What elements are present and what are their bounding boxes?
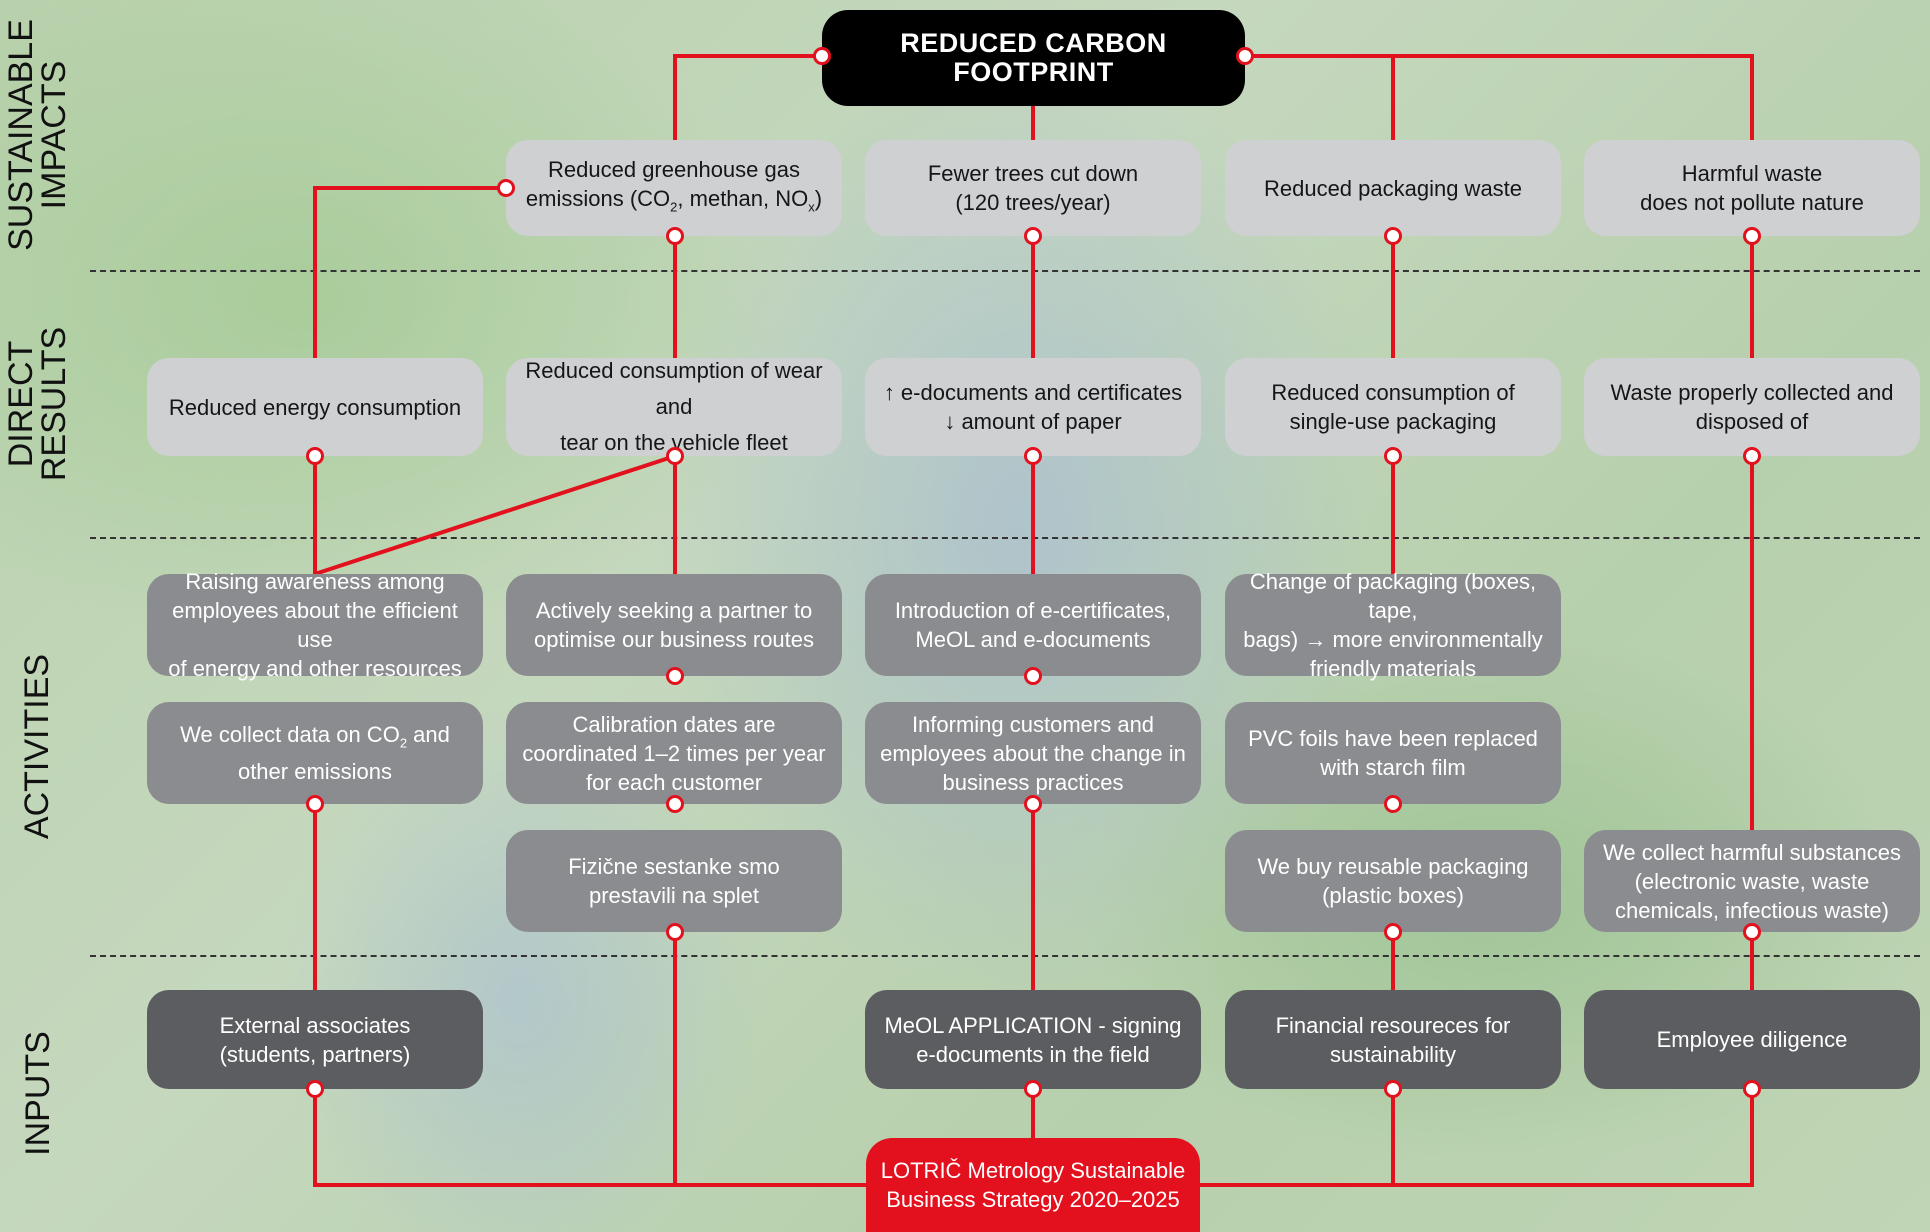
line-fleet-awareness [314, 454, 676, 576]
activity-ecert: Introduction of e-certificates, MeOL and… [865, 574, 1201, 676]
connector-dot [1743, 227, 1761, 245]
result-energy: Reduced energy consumption [147, 358, 483, 456]
connector-dot [666, 227, 684, 245]
result-edocs: ↑ e-documents and certificates ↓ amount … [865, 358, 1201, 456]
title-reduced-carbon-footprint: REDUCED CARBON FOOTPRINT [822, 10, 1245, 106]
line-inputs-strategy-left [313, 1089, 866, 1187]
connector-dot [1384, 1080, 1402, 1098]
divider-activities-inputs [90, 955, 1920, 957]
subscript: 2 [399, 735, 408, 751]
impact-greenhouse: Reduced greenhouse gas emissions (CO2, m… [506, 140, 842, 236]
text-part: , methan, NO [677, 185, 809, 211]
subscript: x [808, 199, 815, 215]
result-single-use: Reduced consumption of single-use packag… [1225, 358, 1561, 456]
activity-awareness: Raising awareness among employees about … [147, 569, 483, 681]
strategy-box: LOTRIČ Metrology Sustainable Business St… [866, 1138, 1200, 1232]
text-part: Reduced greenhouse gas emissions (CO [525, 156, 800, 211]
activity-reusable: We buy reusable packaging (plastic boxes… [1225, 830, 1561, 932]
connector-dot [1024, 227, 1042, 245]
activity-co2-data-text: We collect data on CO2 and other emissio… [180, 720, 450, 786]
connector-dot [1384, 795, 1402, 813]
line-title-greenhouse [673, 54, 822, 140]
connector-dot [666, 795, 684, 813]
activity-partner: Actively seeking a partner to optimise o… [506, 574, 842, 676]
input-external: External associates (students, partners) [147, 990, 483, 1089]
connector-dot [1384, 447, 1402, 465]
result-waste: Waste properly collected and disposed of [1584, 358, 1920, 456]
connector-dot [306, 795, 324, 813]
input-diligence: Employee diligence [1584, 990, 1920, 1089]
connector-dot [813, 47, 831, 65]
text-part: and other emissions [237, 721, 450, 785]
impact-trees: Fewer trees cut down (120 trees/year) [865, 140, 1201, 236]
line-inputs-strategy-right [1200, 1089, 1754, 1187]
connector-dot [1024, 447, 1042, 465]
connector-dot [666, 667, 684, 685]
connector-dot [1384, 227, 1402, 245]
connector-dot [666, 923, 684, 941]
input-meol: MeOL APPLICATION - signing e-documents i… [865, 990, 1201, 1089]
activity-pvc: PVC foils have been replaced with starch… [1225, 702, 1561, 804]
line-energy-greenhouse [313, 186, 506, 358]
activity-online-meetings: Fizične sestanke smo prestavili na splet [506, 830, 842, 932]
text-part: ) [814, 185, 823, 211]
connector-dot [1024, 667, 1042, 685]
result-fleet: Reduced consumption of wear and tear on … [506, 358, 842, 456]
connector-dot [666, 447, 684, 465]
connector-dot [1743, 447, 1761, 465]
impact-harmful: Harmful waste does not pollute nature [1584, 140, 1920, 236]
line-title-right [1245, 54, 1754, 140]
input-financial: Financial resoureces for sustainability [1225, 990, 1561, 1089]
activity-packaging-change: Change of packaging (boxes, tape, bags) … [1225, 569, 1561, 681]
activity-harmful-collect: We collect harmful substances (electroni… [1584, 830, 1920, 932]
connector-dot [306, 447, 324, 465]
divider-impacts-results [90, 270, 1920, 272]
impact-packaging: Reduced packaging waste [1225, 140, 1561, 236]
activity-calibration: Calibration dates are coordinated 1–2 ti… [506, 702, 842, 804]
connector-dot [306, 1080, 324, 1098]
connector-dot [497, 179, 515, 197]
divider-results-activities [90, 537, 1920, 539]
connector-dot [1236, 47, 1254, 65]
connector-dot [1384, 923, 1402, 941]
connector-dot [1024, 795, 1042, 813]
connector-dot [1743, 923, 1761, 941]
connector-dot [1743, 1080, 1761, 1098]
activity-co2-data: We collect data on CO2 and other emissio… [147, 702, 483, 804]
activity-informing: Informing customers and employees about … [865, 702, 1201, 804]
impact-greenhouse-text: Reduced greenhouse gas emissions (CO2, m… [526, 155, 822, 221]
text-part: We collect data on CO [180, 721, 400, 747]
connector-dot [1024, 1080, 1042, 1098]
subscript: 2 [670, 199, 678, 215]
